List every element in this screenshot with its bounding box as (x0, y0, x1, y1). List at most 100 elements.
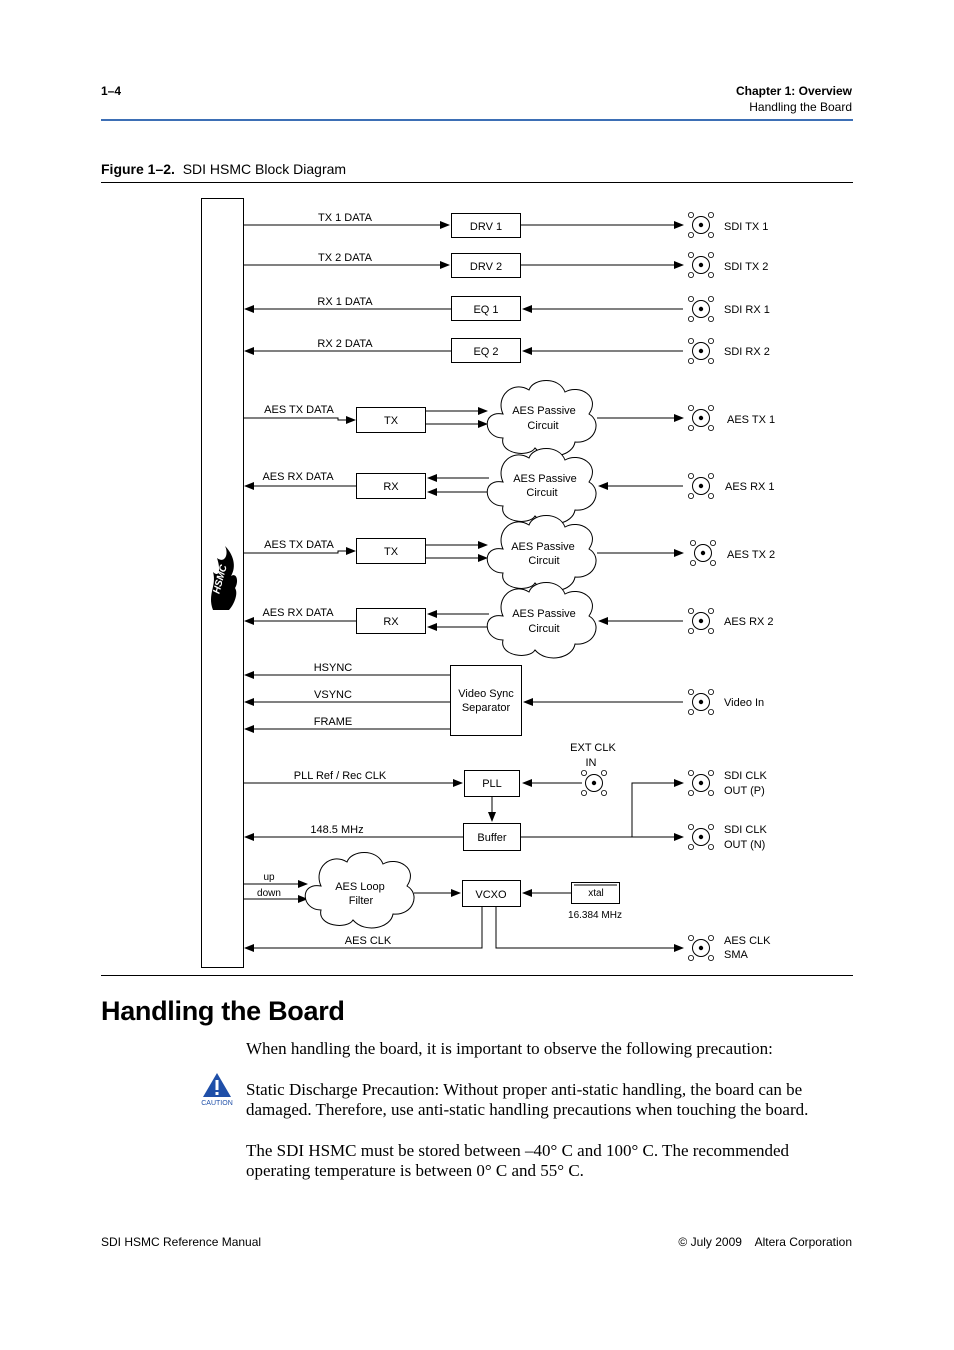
video-in-connector (687, 688, 715, 716)
aes-passive-cloud-4 (486, 582, 597, 659)
aes-rx1-connector (687, 472, 715, 500)
footer-manual-title: SDI HSMC Reference Manual (101, 1235, 262, 1249)
video-sync-line2: Separator (462, 702, 511, 714)
video-sync-block (450, 665, 522, 736)
sdi-rx1-label: SDI RX 1 (724, 304, 770, 316)
aes-loop-line1: AES Loop (335, 881, 385, 893)
label-rx2-data: RX 2 DATA (317, 338, 373, 350)
hsmc-connector-bar (201, 198, 244, 968)
aes-tx-b-block (356, 538, 426, 564)
label-up: up (263, 872, 275, 883)
xtal-label: xtal (588, 888, 604, 899)
figure-title: SDI HSMC Block Diagram (182, 161, 347, 177)
buffer-block (463, 823, 521, 851)
ext-clk-line1: EXT CLK (570, 742, 616, 754)
video-in-label: Video In (724, 697, 764, 709)
aes-clk-sma-connector (687, 934, 715, 962)
caution-icon: CAUTION (201, 1073, 233, 1107)
label-down: down (257, 888, 281, 899)
temperature-paragraph: The SDI HSMC must be stored between –40°… (246, 1141, 790, 1180)
aes-tx1-label: AES TX 1 (727, 414, 775, 426)
label-aes-rx-data-1: AES RX DATA (262, 471, 334, 483)
figure-rule-bottom (101, 975, 853, 976)
tx-b-label: TX (384, 546, 399, 558)
label-pll-ref: PLL Ref / Rec CLK (294, 770, 387, 782)
sdi-tx2-label: SDI TX 2 (724, 261, 768, 273)
eq2-block (451, 338, 521, 363)
drv2-label: DRV 2 (470, 261, 502, 273)
sdi-rx1-connector (687, 295, 715, 323)
aes-passive-cloud-1 (486, 380, 597, 457)
video-sync-line1: Video Sync (458, 688, 514, 700)
aes-tx2-label: AES TX 2 (727, 549, 775, 561)
drv2-block (451, 253, 521, 278)
aes-clk-sma-line2: SMA (724, 949, 749, 961)
aes-tx1-connector (687, 404, 715, 432)
figure-rule-top (101, 182, 853, 183)
label-xtal-freq: 16.384 MHz (568, 910, 622, 921)
label-hsync: HSYNC (314, 662, 353, 674)
pll-block (464, 770, 520, 797)
buffer-label: Buffer (477, 832, 506, 844)
section-title: Handling the Board (749, 100, 852, 114)
label-aes-clk: AES CLK (345, 935, 392, 947)
label-vsync: VSYNC (314, 689, 352, 701)
sdi-clk-n-connector (687, 823, 715, 851)
aes-passive-3-line2: Circuit (528, 555, 559, 567)
aes-passive-3-line1: AES Passive (511, 541, 575, 553)
aes-passive-2-line1: AES Passive (513, 473, 577, 485)
vcxo-label: VCXO (475, 889, 507, 901)
aes-tx2-connector (689, 539, 717, 567)
xtal-block (571, 882, 620, 904)
hsmc-logo-icon: HSMC (211, 546, 238, 610)
ext-clk-line2: IN (586, 757, 597, 769)
label-aes-rx-data-2: AES RX DATA (262, 607, 334, 619)
drv1-block (451, 213, 521, 238)
eq1-block (451, 296, 521, 321)
footer-copyright: © July 2009 Altera Corporation (678, 1235, 852, 1249)
drv1-label: DRV 1 (470, 221, 502, 233)
aes-rx1-label: AES RX 1 (725, 481, 775, 493)
sdi-clk-p-line2: OUT (P) (724, 785, 765, 797)
section-heading: Handling the Board (101, 996, 345, 1026)
header-rule (101, 119, 853, 121)
label-tx1-data: TX 1 DATA (318, 212, 373, 224)
figure-label: Figure 1–2. (101, 161, 175, 177)
aes-rx2-label: AES RX 2 (724, 616, 774, 628)
aes-passive-cloud-3 (486, 515, 597, 592)
block-diagram: HSMC TX 1 DATA TX 2 DATA RX 1 DATA RX 2 … (201, 198, 775, 968)
eq1-label: EQ 1 (473, 304, 498, 316)
sdi-tx1-connector (687, 211, 715, 239)
sdi-clk-p-connector (687, 769, 715, 797)
chapter-title: Chapter 1: Overview (735, 84, 852, 98)
aes-passive-4-line1: AES Passive (512, 608, 576, 620)
figure-caption: Figure 1–2. SDI HSMC Block Diagram (101, 161, 346, 177)
rx-a-label: RX (383, 481, 399, 493)
aes-rx2-connector (687, 607, 715, 635)
caution-paragraph: Static Discharge Precaution: Without pro… (246, 1080, 809, 1119)
aes-passive-2-line2: Circuit (526, 487, 557, 499)
label-aes-tx-data-2: AES TX DATA (264, 539, 334, 551)
aes-rx-b-block (356, 608, 426, 634)
sdi-tx1-label: SDI TX 1 (724, 221, 768, 233)
eq2-label: EQ 2 (473, 346, 498, 358)
label-tx2-data: TX 2 DATA (318, 252, 373, 264)
aes-passive-1-line1: AES Passive (512, 405, 576, 417)
aes-rx-a-block (356, 473, 426, 499)
label-frame: FRAME (314, 716, 353, 728)
aes-passive-4-line2: Circuit (528, 623, 559, 635)
pll-label: PLL (482, 778, 502, 790)
sdi-rx2-label: SDI RX 2 (724, 346, 770, 358)
sdi-clk-p-line1: SDI CLK (724, 770, 767, 782)
aes-passive-1-line2: Circuit (527, 420, 558, 432)
caution-label: CAUTION (201, 1100, 233, 1107)
intro-paragraph: When handling the board, it is important… (246, 1039, 773, 1058)
sdi-rx2-connector (687, 337, 715, 365)
sdi-clk-n-line2: OUT (N) (724, 839, 765, 851)
sdi-clk-n-line1: SDI CLK (724, 824, 767, 836)
sdi-tx2-connector (687, 251, 715, 279)
ext-clk-connector (580, 769, 608, 797)
aes-clk-sma-line1: AES CLK (724, 935, 771, 947)
vcxo-block (462, 880, 521, 907)
label-clk-148: 148.5 MHz (310, 824, 363, 836)
